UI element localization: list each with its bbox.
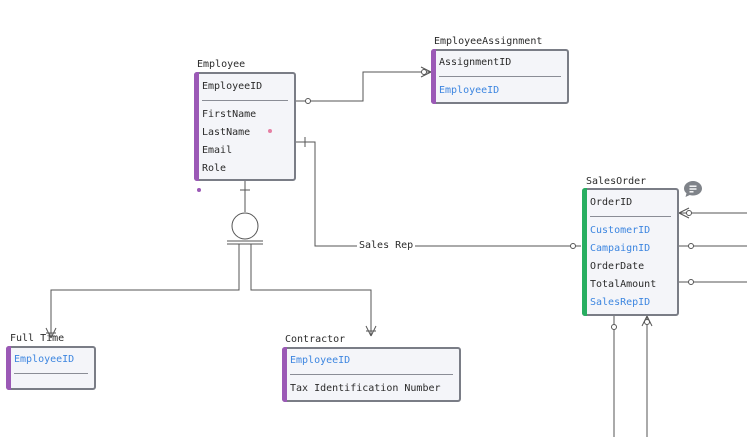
- salesorder-field-orderdate: OrderDate: [590, 261, 645, 272]
- contractor-subtype-link: [250, 244, 372, 336]
- contractor-field-taxid: Tax Identification Number: [290, 383, 441, 394]
- subtype-circle: [231, 212, 259, 240]
- sales-rep-label[interactable]: Sales Rep: [357, 240, 416, 252]
- salesorder-fk-customerid: CustomerID: [590, 225, 651, 236]
- comment-icon[interactable]: [683, 180, 703, 198]
- cursor-marker: [268, 129, 272, 133]
- employee-field-lastname: LastName: [202, 127, 251, 138]
- fulltime-title: Full Time: [10, 333, 65, 344]
- employee-assignment-separator: [439, 76, 561, 77]
- contractor-entity[interactable]: EmployeeID Tax Identification Number: [282, 347, 461, 402]
- salesorder-title: SalesOrder: [586, 176, 647, 187]
- salesorder-accent-stripe: [582, 188, 587, 316]
- employee-assignment-link: [296, 71, 431, 102]
- selection-marker: [197, 188, 201, 192]
- employee-field-firstname: FirstName: [202, 109, 257, 120]
- salesorder-entity[interactable]: OrderID CustomerID CampaignID OrderDate …: [582, 188, 679, 316]
- employee-entity[interactable]: EmployeeID FirstName LastName Email Role: [194, 72, 296, 181]
- salesorder-separator: [590, 216, 671, 217]
- employee-field-email: Email: [202, 145, 233, 156]
- contractor-separator: [290, 374, 453, 375]
- employee-accent-stripe: [194, 72, 199, 181]
- fulltime-accent-stripe: [6, 346, 11, 390]
- contractor-fk-employeeid: EmployeeID: [290, 355, 351, 366]
- employee-title: Employee: [197, 59, 246, 70]
- salesorder-field-totalamount: TotalAmount: [590, 279, 657, 290]
- fulltime-fk-employeeid: EmployeeID: [14, 354, 75, 365]
- employee-assignment-title: EmployeeAssignment: [434, 36, 543, 47]
- employee-assignment-entity[interactable]: AssignmentID EmployeeID: [431, 49, 569, 104]
- fulltime-subtype-link: [50, 244, 240, 338]
- contractor-title: Contractor: [285, 334, 346, 345]
- salesorder-fk-campaignid: CampaignID: [590, 243, 651, 254]
- employee-separator: [202, 100, 288, 101]
- fulltime-separator: [14, 373, 88, 374]
- salesorder-fk-salesrepid: SalesRepID: [590, 297, 651, 308]
- employee-field-role: Role: [202, 163, 227, 174]
- salesorder-pk: OrderID: [590, 197, 633, 208]
- employee-assignment-pk: AssignmentID: [439, 57, 512, 68]
- employee-assignment-fk-employeeid: EmployeeID: [439, 85, 500, 96]
- contractor-accent-stripe: [282, 347, 287, 402]
- fulltime-entity[interactable]: EmployeeID: [6, 346, 96, 390]
- employee-pk: EmployeeID: [202, 81, 263, 92]
- employee-assignment-accent-stripe: [431, 49, 436, 104]
- sales-rep-link: [296, 141, 581, 247]
